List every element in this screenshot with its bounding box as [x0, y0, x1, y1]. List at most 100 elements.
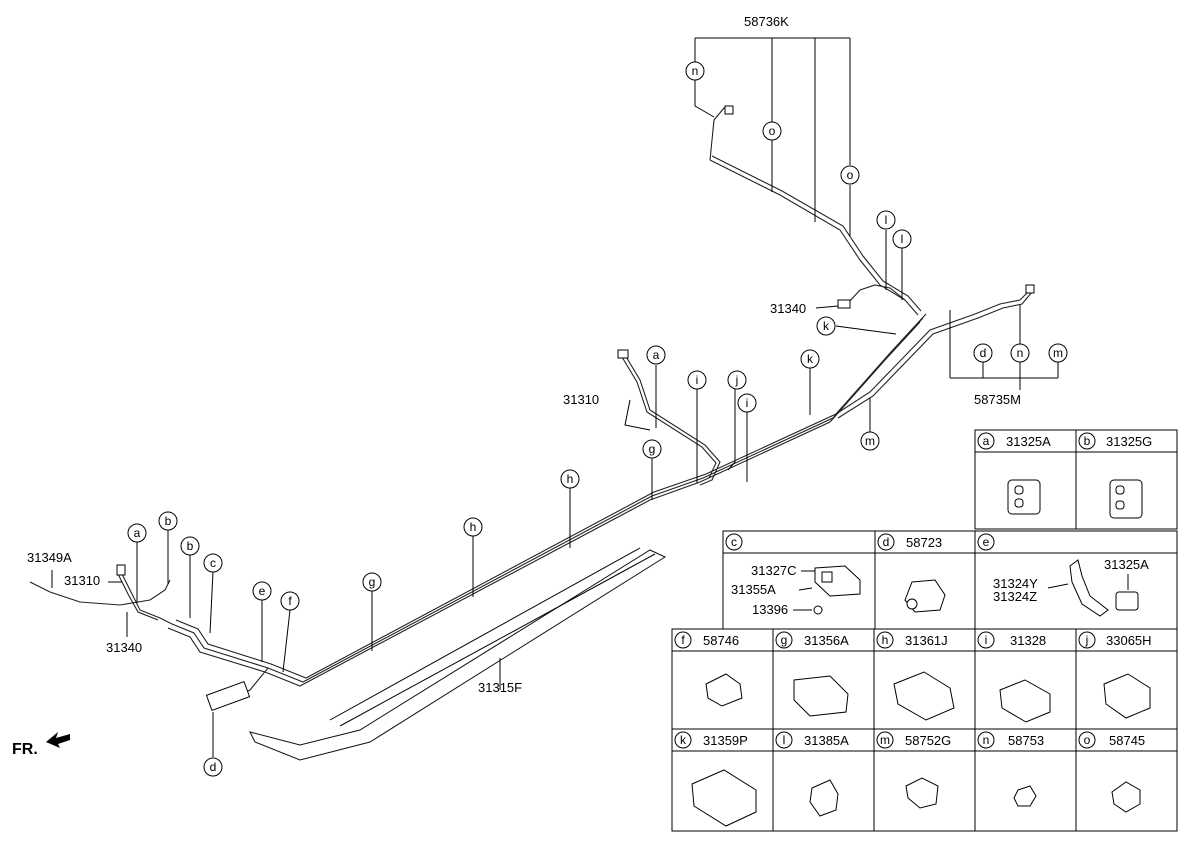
label-31340-upper: 31340 [770, 301, 806, 316]
callout-h-2: h [463, 517, 483, 537]
svg-text:h: h [567, 472, 574, 486]
label-31310-mid: 31310 [563, 392, 599, 407]
svg-text:f: f [681, 633, 685, 647]
main-labels: 58736K 58735M 31340 31310 31349A 31310 3… [27, 14, 1021, 695]
fuel-pipes [29, 107, 1033, 699]
fitting-31340 [837, 299, 851, 309]
part-number-o: 58745 [1109, 733, 1145, 748]
cell-k-header: k 31359P [674, 731, 748, 749]
part-number-g: 31356A [804, 633, 849, 648]
upper-pipe-end [709, 107, 731, 161]
cell-e-header: e [977, 533, 995, 551]
callout-d-right: d [973, 343, 993, 363]
clip-l-icon [809, 779, 839, 817]
svg-text:b: b [165, 514, 172, 528]
svg-text:i: i [985, 633, 988, 647]
part-number-j: 33065H [1106, 633, 1152, 648]
cell-b-header: b 31325G [1078, 432, 1152, 450]
svg-text:m: m [880, 733, 890, 747]
fitting-mid [617, 349, 629, 359]
part-number-b: 31325G [1106, 434, 1152, 449]
callout-a-mid: a [646, 345, 666, 365]
callout-i-1: i [687, 370, 707, 390]
clip-a-hole1-icon [1014, 485, 1024, 495]
label-31349A: 31349A [27, 550, 72, 565]
clip-g-icon [793, 675, 849, 717]
label-58735M: 58735M [974, 392, 1021, 407]
bracket-e-icon [1069, 559, 1109, 617]
underbody-rail [249, 547, 667, 761]
cell-c-header: c [725, 533, 743, 551]
clip-e-icon [1115, 591, 1139, 611]
mid-branch-pipe [624, 354, 721, 486]
svg-text:l: l [885, 213, 888, 227]
callout-j: j [727, 370, 747, 390]
left-pipe-2 [119, 569, 173, 625]
svg-text:a: a [134, 526, 141, 540]
svg-text:o: o [1084, 733, 1091, 747]
svg-text:h: h [470, 520, 477, 534]
part-number-e-31325A: 31325A [1104, 557, 1149, 572]
fitting-left [116, 564, 126, 576]
callout-m-right: m [1048, 343, 1068, 363]
svg-text:k: k [680, 733, 687, 747]
fittings [116, 105, 1035, 711]
svg-text:n: n [983, 733, 990, 747]
svg-text:d: d [883, 535, 890, 549]
left-pipe-3 [117, 573, 159, 621]
svg-text:c: c [210, 556, 216, 570]
svg-text:k: k [823, 319, 830, 333]
callout-d-bottom: d [203, 757, 223, 777]
callout-g-2: g [362, 572, 382, 592]
part-number-i: 31328 [1010, 633, 1046, 648]
clip-j-icon [1103, 673, 1151, 719]
part-number-c-31327C: 31327C [751, 563, 797, 578]
svg-text:b: b [1084, 434, 1091, 448]
part-number-c-13396: 13396 [752, 602, 788, 617]
part-number-n: 58753 [1008, 733, 1044, 748]
svg-text:c: c [731, 535, 737, 549]
svg-text:o: o [847, 168, 854, 182]
callout-k-2: k [800, 349, 820, 369]
clip-d-pin-icon [906, 598, 918, 610]
svg-text:f: f [288, 594, 292, 608]
svg-text:FR.: FR. [12, 741, 38, 758]
svg-text:e: e [259, 584, 266, 598]
fitting-right [1025, 284, 1035, 294]
rail-edge [329, 547, 656, 727]
svg-text:d: d [980, 346, 987, 360]
callout-n-top: n [685, 61, 705, 81]
cell-i-header: i 31328 [977, 631, 1046, 649]
clip-h-icon [893, 671, 955, 721]
callout-b-2: b [180, 536, 200, 556]
label-31340-left: 31340 [106, 640, 142, 655]
leader-lines [51, 37, 1059, 757]
svg-text:m: m [1053, 346, 1063, 360]
clip-c-hole-icon [821, 571, 833, 583]
cell-f-header: f 58746 [674, 631, 739, 649]
clip-o-icon [1111, 781, 1141, 813]
part-number-l: 31385A [804, 733, 849, 748]
callout-h-1: h [560, 469, 580, 489]
right-branch-pipe [835, 289, 1031, 415]
right-branch-pipe-2 [837, 291, 1033, 419]
front-arrow-icon [46, 732, 70, 748]
svg-text:g: g [781, 633, 788, 647]
clip-m-icon [905, 777, 939, 809]
part-number-k: 31359P [703, 733, 748, 748]
callout-n-right: n [1010, 343, 1030, 363]
letter-callouts: n o o l l k k d n m m a i j i g h h g f … [127, 61, 1068, 777]
part-number-f: 58746 [703, 633, 739, 648]
svg-text:n: n [1017, 346, 1024, 360]
svg-text:a: a [653, 348, 660, 362]
clip-b-hole2-icon [1115, 500, 1125, 510]
rail-body [249, 549, 667, 761]
upper-pipe [709, 159, 919, 316]
mid-branch-pipe-2 [621, 356, 717, 479]
part-number-m: 58752G [905, 733, 951, 748]
